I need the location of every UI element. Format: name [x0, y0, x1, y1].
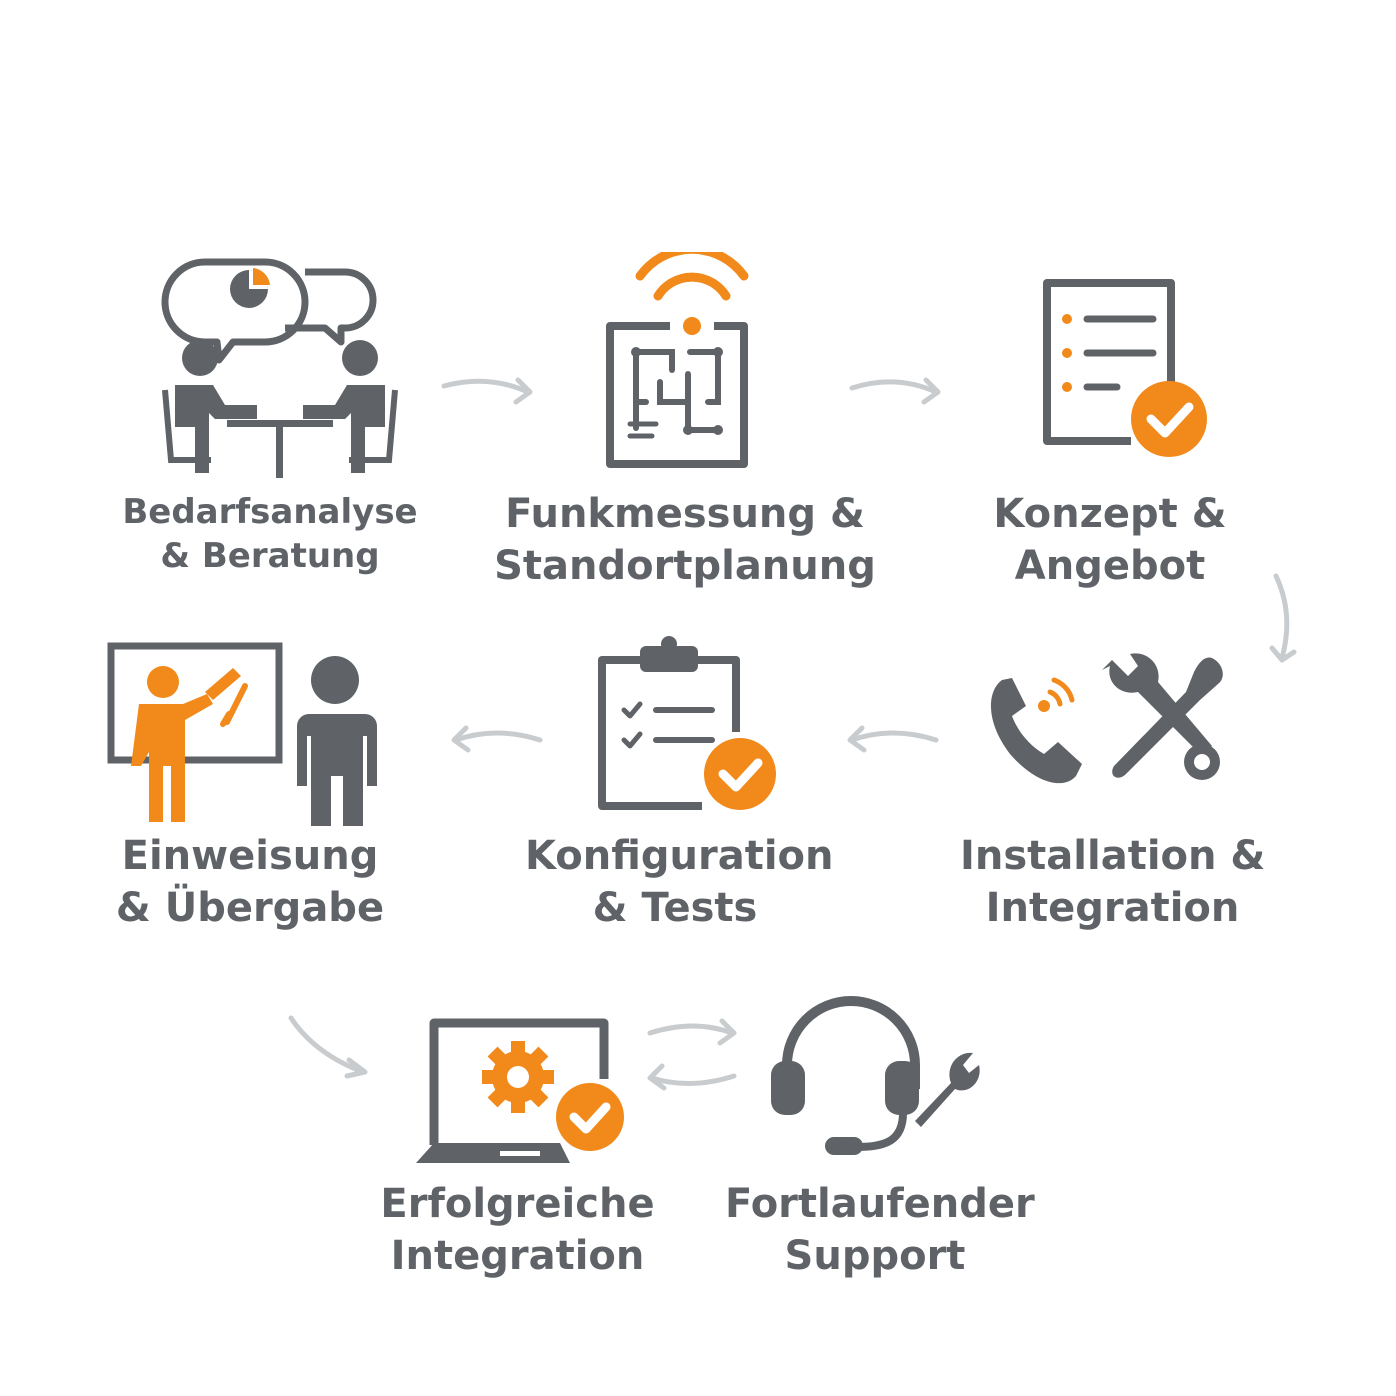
step-label-line2: & Tests	[592, 885, 758, 931]
step-label-line2: Integration	[390, 1233, 645, 1279]
step-label-line1: Fortlaufender	[725, 1181, 1035, 1227]
arrow-right-icon	[849, 377, 941, 405]
step-label-line2: Support	[784, 1233, 966, 1279]
presentation-trainer-icon	[107, 642, 377, 826]
step-label-line1: Funkmessung &	[505, 491, 865, 537]
step-label-line1: Konfiguration	[525, 833, 834, 879]
step-label: Einweisung & Übergabe	[105, 830, 395, 934]
step-label: Konfiguration & Tests	[525, 830, 834, 934]
wifi-floorplan-icon	[606, 252, 749, 468]
step-label-line2: Angebot	[1014, 543, 1206, 589]
arrow-left-icon	[847, 725, 939, 753]
step-label: Fortlaufender Support	[725, 1178, 1035, 1282]
clipboard-check-icon	[598, 636, 776, 810]
step-label-line2: & Beratung	[160, 536, 380, 577]
arrow-right-icon	[647, 1018, 737, 1046]
arrow-left-icon	[451, 725, 543, 753]
document-check-icon	[1043, 279, 1207, 457]
arrow-down-icon	[1269, 573, 1297, 663]
phone-tools-icon	[990, 653, 1223, 784]
arrow-left-icon	[647, 1063, 737, 1091]
step-label-line2: & Übergabe	[115, 885, 385, 931]
laptop-gear-check-icon	[416, 1018, 624, 1163]
step-label-line1: Einweisung	[121, 833, 379, 879]
step-label-line2: Integration	[985, 885, 1240, 931]
step-label-line2: Standortplanung	[494, 543, 876, 589]
step-label-line1: Konzept &	[993, 491, 1227, 537]
consultation-meeting-icon	[161, 258, 398, 478]
headset-wrench-icon	[771, 996, 980, 1155]
arrow-right-icon	[441, 377, 533, 405]
step-label: Konzept & Angebot	[960, 488, 1260, 592]
arrow-down-right-icon	[288, 1015, 368, 1079]
step-label: Erfolgreiche Integration	[380, 1178, 655, 1282]
step-label-line1: Erfolgreiche	[380, 1181, 655, 1227]
step-label: Bedarfsanalyse & Beratung	[120, 490, 420, 578]
step-label-line1: Installation &	[960, 833, 1266, 879]
step-label-line1: Bedarfsanalyse	[122, 492, 418, 532]
step-label: Funkmessung & Standortplanung	[485, 488, 885, 592]
step-label: Installation & Integration	[960, 830, 1265, 934]
